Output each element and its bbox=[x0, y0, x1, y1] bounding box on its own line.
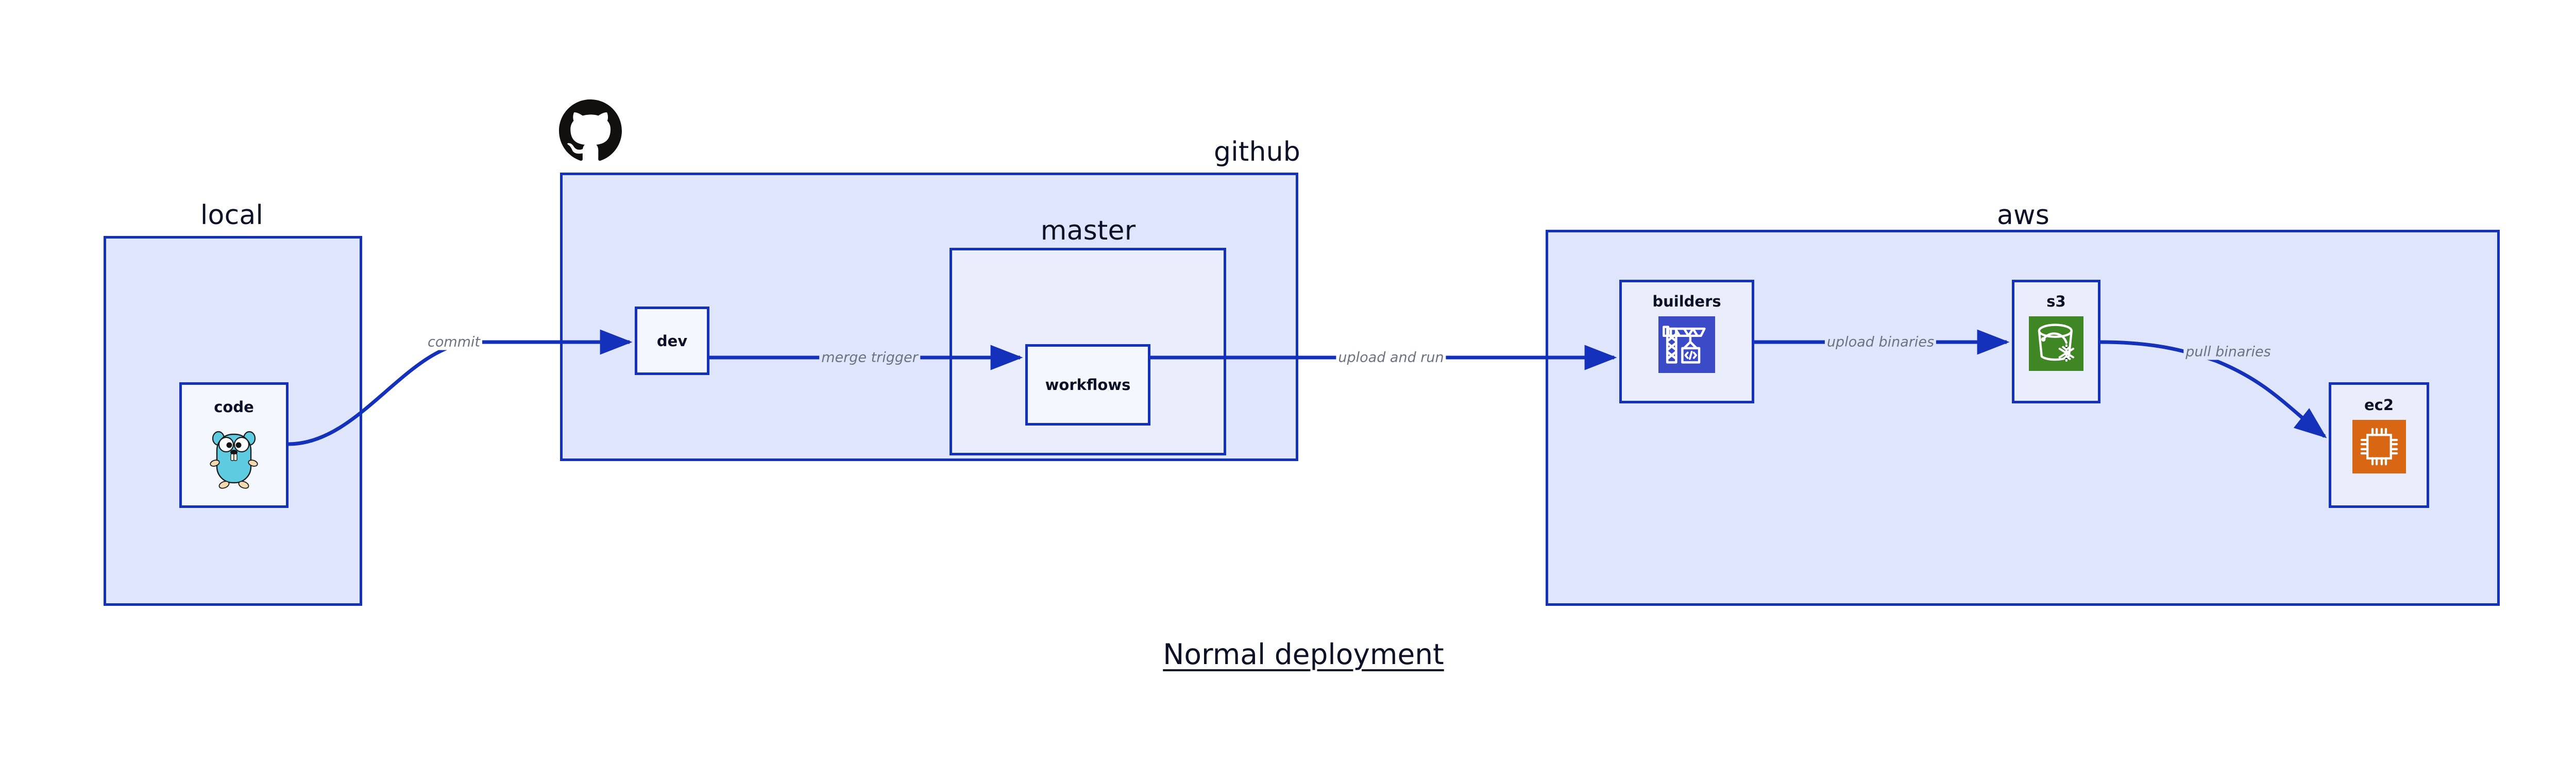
node-dev[interactable]: dev bbox=[635, 307, 709, 375]
node-label-workflows: workflows bbox=[1045, 376, 1131, 394]
group-label-aws: aws bbox=[1996, 200, 2050, 231]
aws-ec2-icon bbox=[2352, 420, 2406, 476]
aws-s3-glacier-icon bbox=[2029, 316, 2083, 373]
group-label-github: github bbox=[1214, 137, 1300, 167]
node-label-s3: s3 bbox=[2046, 293, 2066, 310]
group-label-master: master bbox=[1040, 215, 1136, 246]
node-label-code: code bbox=[214, 398, 254, 416]
node-label-builders: builders bbox=[1652, 293, 1721, 310]
node-label-ec2: ec2 bbox=[2364, 396, 2394, 414]
node-label-dev: dev bbox=[656, 332, 688, 350]
diagram-title: Normal deployment bbox=[1163, 638, 1444, 671]
node-builders[interactable]: builders bbox=[1619, 280, 1754, 403]
go-gopher-icon bbox=[207, 427, 261, 493]
group-label-local: local bbox=[200, 200, 264, 231]
node-ec2[interactable]: ec2 bbox=[2329, 382, 2429, 508]
edge-label-merge-trigger: merge trigger bbox=[819, 349, 920, 366]
edge-label-upload-and-run: upload and run bbox=[1336, 349, 1446, 366]
node-code[interactable]: code bbox=[179, 382, 289, 508]
node-workflows[interactable]: workflows bbox=[1025, 344, 1150, 426]
node-s3[interactable]: s3 bbox=[2012, 280, 2100, 403]
github-octocat-logo bbox=[559, 99, 622, 164]
edge-label-pull-binaries: pull binaries bbox=[2183, 344, 2273, 360]
aws-codebuild-icon bbox=[1658, 316, 1715, 375]
edge-label-commit: commit bbox=[425, 334, 483, 350]
edge-label-upload-binaries: upload binaries bbox=[1824, 334, 1937, 350]
